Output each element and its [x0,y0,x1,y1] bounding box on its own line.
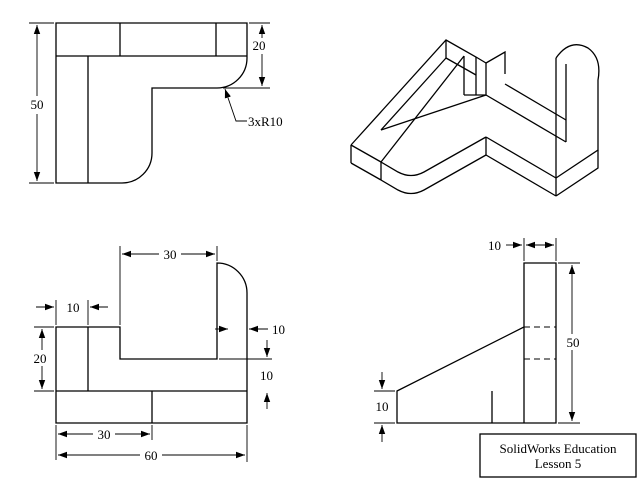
front-view: 30 10 20 10 10 30 60 [32,246,285,463]
title-block: SolidWorks Education Lesson 5 [479,433,637,478]
side-view-bottom-dim: 10 [376,399,389,414]
front-view-left-dim: 10 [67,300,80,315]
top-view: 50 20 3xR10 [27,22,283,184]
title-block-line1: SolidWorks Education [499,441,617,456]
side-view: 10 50 10 [372,238,584,442]
side-view-height-dim: 50 [567,335,580,350]
top-view-step-dim: 20 [253,38,266,53]
top-view-height-dim: 50 [31,97,44,112]
front-view-right-dim: 10 [272,322,285,337]
title-block-line2: Lesson 5 [535,456,582,471]
front-view-slot-dim: 30 [164,247,177,262]
top-view-radius-dim: 3xR10 [248,114,283,129]
front-view-outline [55,262,248,424]
side-view-outline [396,262,557,424]
top-view-outline [55,22,248,184]
front-view-half-dim: 30 [98,427,111,442]
isometric-view [350,39,600,197]
front-view-height-dim: 20 [34,351,47,366]
front-view-bottom-dim: 10 [260,368,273,383]
side-view-top-dim: 10 [488,238,501,253]
front-view-total-dim: 60 [145,448,158,463]
